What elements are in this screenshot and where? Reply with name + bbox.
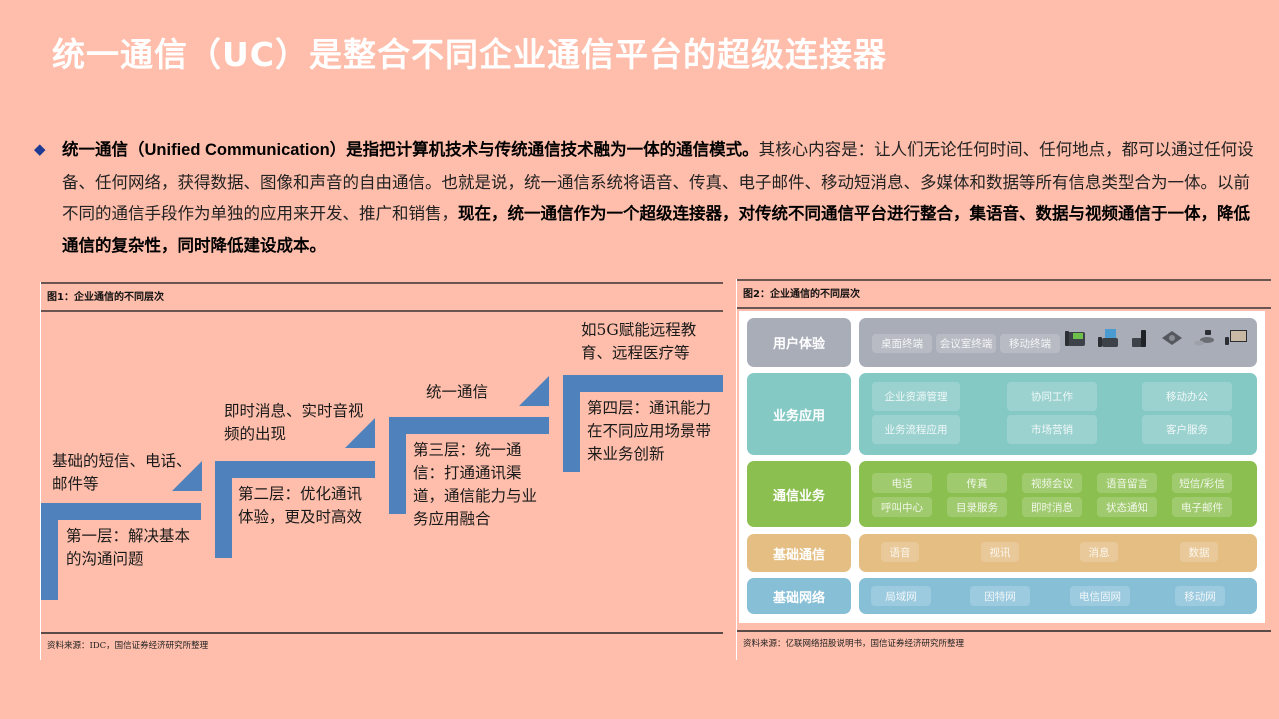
step-3-vertical bbox=[389, 417, 406, 514]
layer-body: 电话 传真 视频会议 语音留言 短信/彩信 呼叫中心 目录服务 即时消息 状态通… bbox=[859, 461, 1257, 527]
step-2-top-label: 即时消息、实时音视频的出现 bbox=[224, 402, 364, 443]
figure-1: 图1：企业通信的不同层次 基础的短信、电话、邮件等 第一层：解决基本的沟通问题 … bbox=[40, 282, 723, 660]
chip: 客户服务 bbox=[1142, 415, 1232, 444]
step-2-arrow-icon bbox=[345, 418, 375, 448]
step-4-vertical bbox=[563, 375, 580, 472]
chip: 市场营销 bbox=[1007, 415, 1097, 444]
step-2-vertical bbox=[215, 461, 232, 558]
step-1-vertical bbox=[41, 503, 58, 600]
step-4-layer-label: 第四层：通讯能力在不同应用场景带来业务创新 bbox=[587, 399, 712, 463]
step-3-horizontal bbox=[389, 417, 549, 434]
intro-english-term: Unified Communication bbox=[144, 141, 330, 159]
layer-body: 局域网 因特网 电信固网 移动网 bbox=[859, 578, 1257, 614]
conference-phone-icon bbox=[1162, 331, 1182, 345]
step-2-layer-label: 第二层：优化通讯体验，更及时高效 bbox=[238, 485, 363, 526]
desk-phone-icon bbox=[1065, 331, 1085, 346]
figure-2: 图2：企业通信的不同层次 用户体验 桌面终端 会议室终端 移动终端 业务 bbox=[736, 279, 1271, 660]
video-screen-icon bbox=[1225, 330, 1247, 345]
layer-user-experience: 用户体验 桌面终端 会议室终端 移动终端 bbox=[747, 318, 1257, 367]
device-icons bbox=[1065, 328, 1247, 348]
step-4-horizontal bbox=[563, 375, 723, 392]
step-1-top-label: 基础的短信、电话、邮件等 bbox=[52, 452, 192, 493]
chip: 移动终端 bbox=[1000, 334, 1060, 353]
layer-head: 用户体验 bbox=[747, 318, 851, 367]
layer-communication-service: 通信业务 电话 传真 视频会议 语音留言 短信/彩信 呼叫中心 目录服务 即时消… bbox=[747, 461, 1257, 527]
figure-2-caption: 图2：企业通信的不同层次 bbox=[737, 279, 1271, 309]
figure-1-source: 资料来源：IDC，国信证券经济研究所整理 bbox=[41, 632, 723, 658]
step-3-top-label: 统一通信 bbox=[426, 383, 489, 401]
chip: 语音留言 bbox=[1097, 473, 1157, 493]
chip: 会议室终端 bbox=[936, 334, 996, 353]
step-3-layer-label: 第三层：统一通信：打通通讯渠道，通信能力与业务应用融合 bbox=[413, 441, 538, 528]
layer-body: 桌面终端 会议室终端 移动终端 bbox=[859, 318, 1257, 367]
chip: 协同工作 bbox=[1007, 382, 1097, 411]
layer-head: 通信业务 bbox=[747, 461, 851, 527]
chip: 传真 bbox=[947, 473, 1007, 493]
layer-business-application: 业务应用 企业资源管理 协同工作 移动办公 业务流程应用 市场营销 客户服务 bbox=[747, 373, 1257, 455]
diamond-bullet-icon: ◆ bbox=[34, 140, 46, 158]
chip: 数据 bbox=[1180, 542, 1218, 562]
step-1-horizontal bbox=[41, 503, 201, 520]
layer-head: 基础网络 bbox=[747, 578, 851, 614]
step-2-horizontal bbox=[215, 461, 375, 478]
chip: 移动网 bbox=[1175, 586, 1225, 606]
dect-phone-icon bbox=[1132, 330, 1146, 347]
chip: 视频会议 bbox=[1022, 473, 1082, 493]
slide-title: 统一通信（UC）是整合不同企业通信平台的超级连接器 bbox=[52, 35, 888, 74]
chip: 电信固网 bbox=[1070, 586, 1130, 606]
layer-body: 企业资源管理 协同工作 移动办公 业务流程应用 市场营销 客户服务 bbox=[859, 373, 1257, 455]
intro-body: 其核心内容是：让人们无论任何时间、任何地点，都可以通过任何设备、任何网络，获得数… bbox=[62, 140, 1254, 223]
layer-body: 语音 视讯 消息 数据 bbox=[859, 534, 1257, 572]
chip: 局域网 bbox=[871, 586, 931, 606]
chip: 语音 bbox=[881, 542, 919, 562]
chip: 目录服务 bbox=[947, 497, 1007, 517]
layer-head: 基础通信 bbox=[747, 534, 851, 572]
video-conference-icon bbox=[1194, 330, 1214, 346]
intro-bold-conclusion: 现在，统一通信作为一个超级连接器，对传统不同通信平台进行整合，集语音、数据与视频… bbox=[62, 204, 1250, 255]
chip: 视讯 bbox=[981, 542, 1019, 562]
chip: 电子邮件 bbox=[1172, 497, 1232, 517]
chip: 业务流程应用 bbox=[872, 415, 960, 444]
figure-2-source: 资料来源：亿联网络招股说明书，国信证券经济研究所整理 bbox=[737, 630, 1271, 656]
figure-1-caption: 图1：企业通信的不同层次 bbox=[41, 282, 723, 312]
intro-bold-2: ）是指把计算机技术与传统通信技术融为一体的通信模式。 bbox=[329, 140, 759, 159]
chip: 即时消息 bbox=[1022, 497, 1082, 517]
step-1-arrow-icon bbox=[172, 461, 202, 491]
layer-basic-communication: 基础通信 语音 视讯 消息 数据 bbox=[747, 534, 1257, 572]
step-3-arrow-icon bbox=[519, 376, 549, 406]
chip: 消息 bbox=[1080, 542, 1118, 562]
chip: 企业资源管理 bbox=[872, 382, 960, 411]
layer-diagram: 用户体验 桌面终端 会议室终端 移动终端 业务应用 企业资源管理 bbox=[739, 311, 1265, 623]
step-4-top-label: 如5G赋能远程教育、远程医疗等 bbox=[581, 321, 697, 362]
intro-bold-1: 统一通信（ bbox=[62, 140, 145, 159]
chip: 桌面终端 bbox=[872, 334, 932, 353]
video-phone-icon bbox=[1098, 329, 1118, 347]
layer-basic-network: 基础网络 局域网 因特网 电信固网 移动网 bbox=[747, 578, 1257, 614]
chip: 移动办公 bbox=[1142, 382, 1232, 411]
chip: 状态通知 bbox=[1097, 497, 1157, 517]
intro-paragraph: ◆ 统一通信（Unified Communication）是指把计算机技术与传统… bbox=[34, 134, 1254, 261]
chip: 短信/彩信 bbox=[1172, 473, 1232, 493]
chip: 电话 bbox=[872, 473, 932, 493]
layer-head: 业务应用 bbox=[747, 373, 851, 455]
chip: 因特网 bbox=[970, 586, 1030, 606]
chip: 呼叫中心 bbox=[872, 497, 932, 517]
step-1-layer-label: 第一层：解决基本的沟通问题 bbox=[66, 527, 191, 568]
